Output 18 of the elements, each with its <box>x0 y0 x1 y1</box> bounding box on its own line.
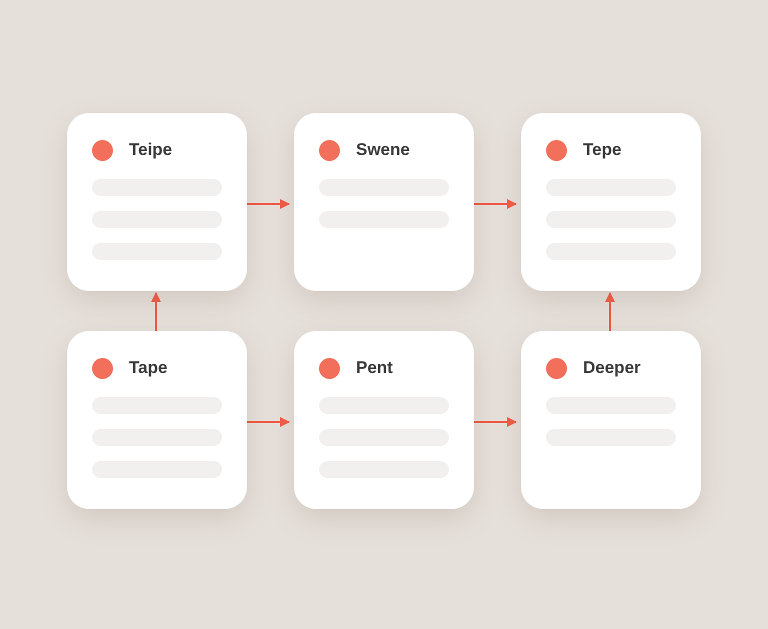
process-card <box>67 113 247 291</box>
card-title: Swene <box>356 139 410 161</box>
process-card <box>294 113 474 291</box>
process-card <box>67 331 247 509</box>
arrow <box>605 292 615 331</box>
card-title: Teipe <box>129 139 172 161</box>
arrow <box>474 417 517 427</box>
arrow <box>151 292 161 331</box>
process-card <box>521 331 701 509</box>
card-title: Tepe <box>583 139 622 161</box>
process-card <box>294 331 474 509</box>
card-title: Tape <box>129 357 168 379</box>
card-title: Pent <box>356 357 393 379</box>
arrow <box>247 417 290 427</box>
arrow <box>247 199 290 209</box>
process-card <box>521 113 701 291</box>
arrow <box>474 199 517 209</box>
card-title: Deeper <box>583 357 641 379</box>
